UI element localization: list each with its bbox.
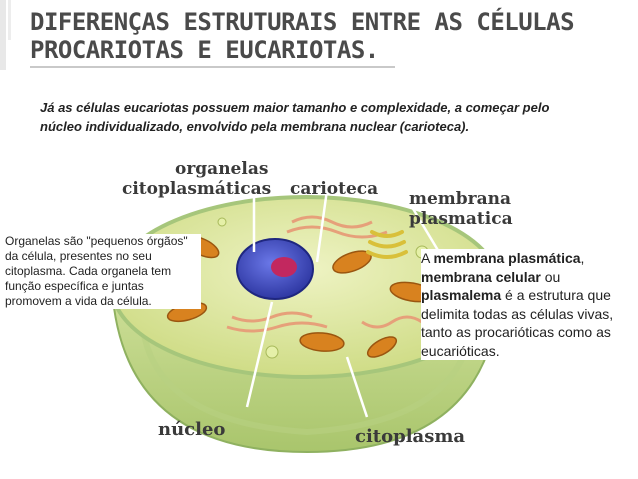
label-organelas-2: citoplasmáticas <box>122 179 271 199</box>
pointer-membrana <box>410 206 444 258</box>
endoplasmic-reticulum <box>226 215 423 333</box>
label-membrana-1: membrana <box>409 189 511 209</box>
pointer-citoplasma <box>345 356 369 418</box>
cell-diagram: organelas citoplasmáticas carioteca memb… <box>82 152 526 462</box>
pointer-nucleo <box>245 301 274 408</box>
label-citoplasma: citoplasma <box>355 426 465 447</box>
pointer-carioteca <box>315 189 329 263</box>
membrane-note-bold-2: membrana celular <box>421 268 541 285</box>
membrane-note-bold-3: plasmalema <box>421 287 502 303</box>
nucleus <box>236 238 314 300</box>
golgi-apparatus <box>366 230 408 259</box>
label-organelas-1: organelas <box>175 159 268 179</box>
organelles-note: Organelas são "pequenos órgãos" da célul… <box>5 234 201 309</box>
membrane-note-text-4: é a estrutura que delimita todas as célu… <box>421 287 614 359</box>
corner-decoration <box>0 0 11 70</box>
membrane-note: A membrana plasmática, membrana celular … <box>421 249 631 360</box>
intro-text: Já as células eucariotas possuem maior t… <box>40 100 550 134</box>
title-line-2: PROCARIOTAS E EUCARIOTAS. <box>30 36 379 64</box>
membrane-note-text-2: , <box>580 250 585 266</box>
membrane-note-bold-1: membrana plasmática <box>433 250 581 266</box>
membrane-note-text-1: A <box>421 250 434 266</box>
label-membrana-2: plasmatica <box>409 209 513 229</box>
membrane-note-text-3: ou <box>540 268 561 285</box>
label-nucleo: núcleo <box>158 419 225 440</box>
label-carioteca: carioteca <box>290 179 378 199</box>
pointer-lines <box>245 189 444 418</box>
cell-diagram-svg: organelas citoplasmáticas carioteca memb… <box>110 159 513 454</box>
slide-title: DIFERENÇAS ESTRUTURAIS ENTRE AS CÉLULAS … <box>30 8 630 64</box>
title-underline <box>30 66 395 68</box>
title-line-1: DIFERENÇAS ESTRUTURAIS ENTRE AS CÉLULAS <box>30 8 575 36</box>
